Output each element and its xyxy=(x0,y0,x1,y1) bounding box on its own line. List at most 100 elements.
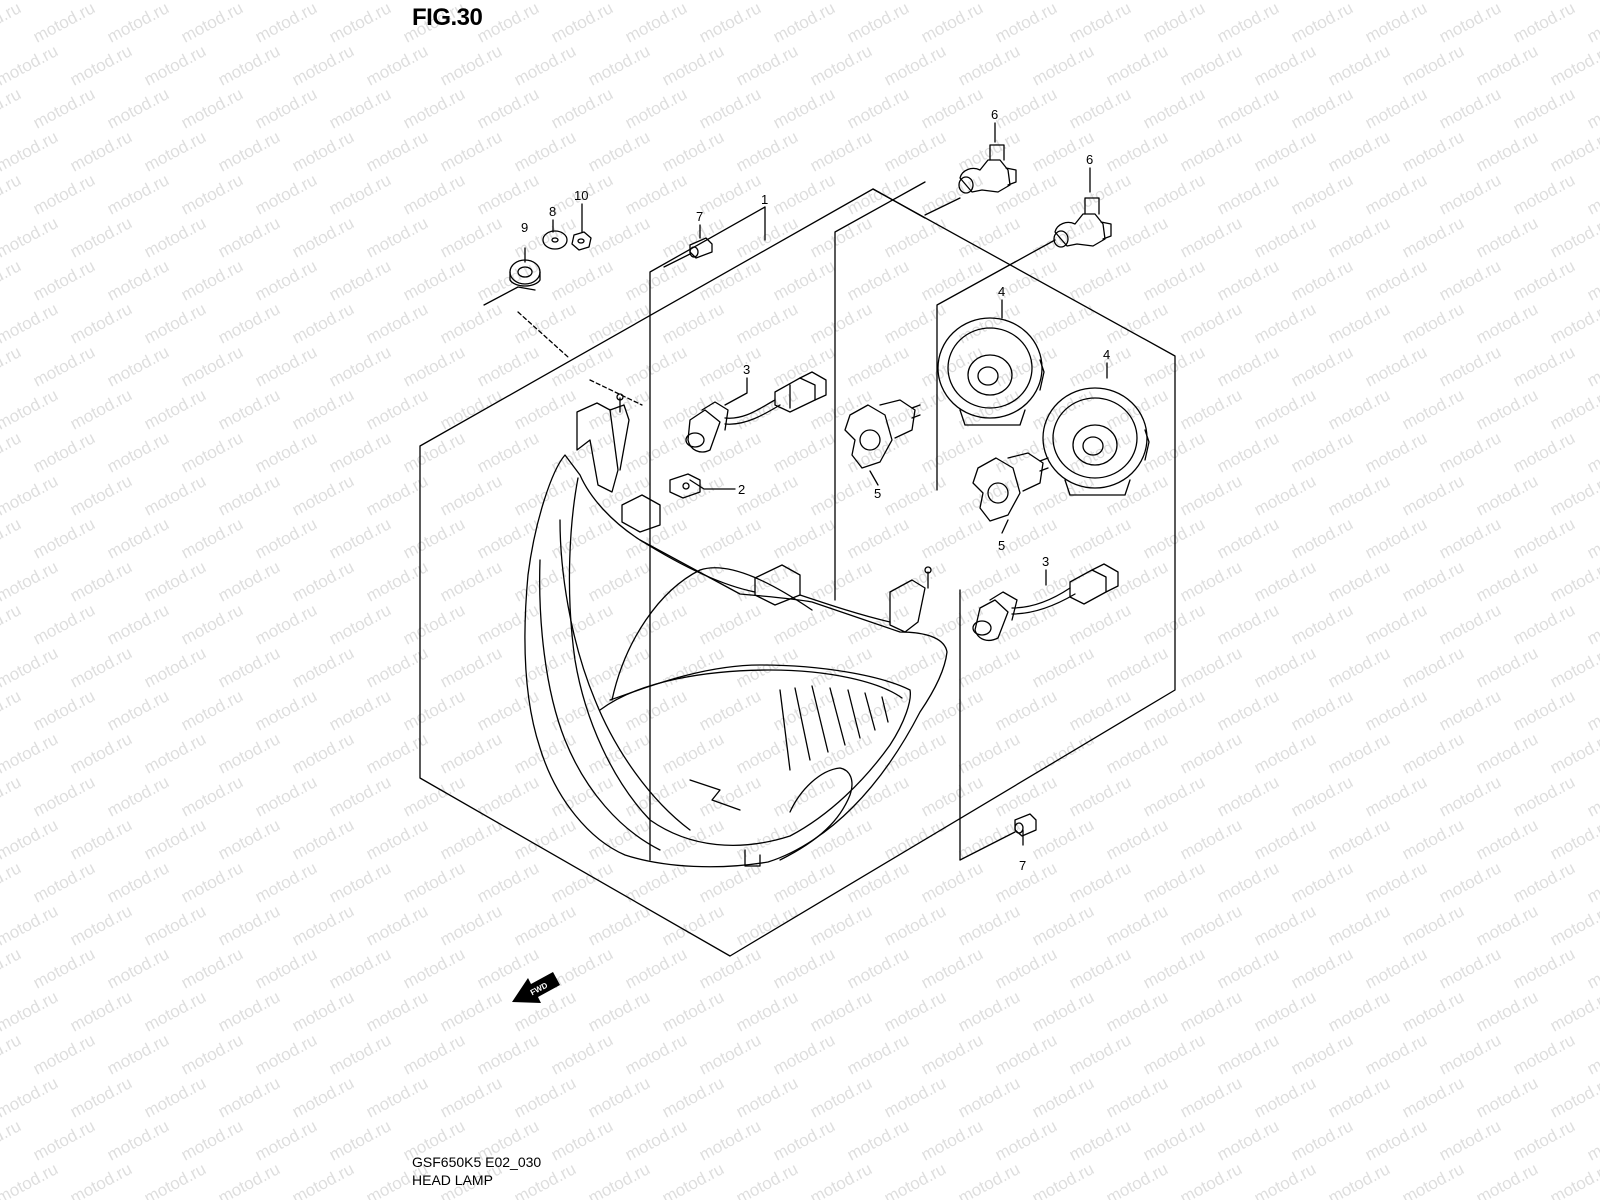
watermark-text: motod.ru xyxy=(1399,1159,1467,1200)
watermark-text: motod.ru xyxy=(141,557,209,605)
watermark-text: motod.ru xyxy=(1547,901,1600,949)
watermark-text: motod.ru xyxy=(807,729,875,777)
watermark-text: motod.ru xyxy=(1436,1030,1504,1078)
watermark-text: motod.ru xyxy=(585,901,653,949)
watermark-text: motod.ru xyxy=(511,299,579,347)
watermark-text: motod.ru xyxy=(326,772,394,820)
watermark-text: motod.ru xyxy=(289,471,357,519)
watermark-text: motod.ru xyxy=(881,471,949,519)
watermark-text: motod.ru xyxy=(363,815,431,863)
watermark-text: motod.ru xyxy=(844,686,912,734)
watermark-text: motod.ru xyxy=(585,127,653,175)
watermark-text: motod.ru xyxy=(881,127,949,175)
watermark-text: motod.ru xyxy=(0,127,61,175)
watermark-text: motod.ru xyxy=(548,858,616,906)
callout-7-upper: 7 xyxy=(696,209,703,224)
watermark-text: motod.ru xyxy=(1103,0,1171,4)
watermark-text: motod.ru xyxy=(252,0,320,47)
callout-5-upper: 5 xyxy=(874,486,881,501)
watermark-text: motod.ru xyxy=(1325,213,1393,261)
watermark-text: motod.ru xyxy=(1547,41,1600,89)
watermark-text: motod.ru xyxy=(1103,299,1171,347)
watermark-text: motod.ru xyxy=(215,1159,283,1200)
watermark-text: motod.ru xyxy=(1103,901,1171,949)
callout-4-right: 4 xyxy=(1103,347,1110,362)
watermark-text: motod.ru xyxy=(1399,1073,1467,1121)
watermark-text: motod.ru xyxy=(1103,815,1171,863)
watermark-text: motod.ru xyxy=(104,772,172,820)
watermark-text: motod.ru xyxy=(67,471,135,519)
watermark-text: motod.ru xyxy=(437,127,505,175)
watermark-text: motod.ru xyxy=(141,901,209,949)
watermark-text: motod.ru xyxy=(881,987,949,1035)
watermark-text: motod.ru xyxy=(881,729,949,777)
watermark-text: motod.ru xyxy=(1103,1073,1171,1121)
watermark-text: motod.ru xyxy=(1251,557,1319,605)
watermark-text: motod.ru xyxy=(585,1073,653,1121)
watermark-text: motod.ru xyxy=(622,944,690,992)
watermark-text: motod.ru xyxy=(1103,213,1171,261)
watermark-text: motod.ru xyxy=(955,0,1023,4)
watermark-text: motod.ru xyxy=(1547,643,1600,691)
watermark-text: motod.ru xyxy=(178,1030,246,1078)
watermark-text: motod.ru xyxy=(1584,600,1600,648)
watermark-text: motod.ru xyxy=(400,1030,468,1078)
watermark-text: motod.ru xyxy=(1029,815,1097,863)
watermark-text: motod.ru xyxy=(0,170,24,218)
watermark-text: motod.ru xyxy=(955,815,1023,863)
watermark-text: motod.ru xyxy=(1362,1116,1430,1164)
watermark-text: motod.ru xyxy=(1177,901,1245,949)
watermark-text: motod.ru xyxy=(1510,1030,1578,1078)
watermark-text: motod.ru xyxy=(770,514,838,562)
watermark-text: motod.ru xyxy=(326,256,394,304)
callout-3-lower: 3 xyxy=(1042,554,1049,569)
watermark-text: motod.ru xyxy=(1066,0,1134,47)
watermark-text: motod.ru xyxy=(1473,213,1541,261)
watermark-text: motod.ru xyxy=(0,1159,61,1200)
watermark-text: motod.ru xyxy=(30,600,98,648)
watermark-text: motod.ru xyxy=(141,815,209,863)
watermark-text: motod.ru xyxy=(252,600,320,648)
watermark-text: motod.ru xyxy=(1288,514,1356,562)
watermark-text: motod.ru xyxy=(67,299,135,347)
part-5-socket-upper xyxy=(844,399,921,469)
watermark-text: motod.ru xyxy=(659,41,727,89)
watermark-text: motod.ru xyxy=(844,84,912,132)
watermark-text: motod.ru xyxy=(1362,600,1430,648)
watermark-text: motod.ru xyxy=(141,1073,209,1121)
watermark-text: motod.ru xyxy=(252,84,320,132)
watermark-text: motod.ru xyxy=(1288,0,1356,47)
watermark-text: motod.ru xyxy=(511,127,579,175)
watermark-text: motod.ru xyxy=(1362,1030,1430,1078)
watermark-text: motod.ru xyxy=(696,170,764,218)
watermark-text: motod.ru xyxy=(0,901,61,949)
watermark-text: motod.ru xyxy=(1473,557,1541,605)
watermark-text: motod.ru xyxy=(511,385,579,433)
watermark-text: motod.ru xyxy=(1251,643,1319,691)
watermark-text: motod.ru xyxy=(0,987,61,1035)
watermark-text: motod.ru xyxy=(67,385,135,433)
watermark-text: motod.ru xyxy=(400,256,468,304)
watermark-text: motod.ru xyxy=(474,428,542,476)
watermark-text: motod.ru xyxy=(1288,170,1356,218)
watermark-text: motod.ru xyxy=(955,471,1023,519)
watermark-text: motod.ru xyxy=(696,514,764,562)
watermark-text: motod.ru xyxy=(1510,772,1578,820)
watermark-text: motod.ru xyxy=(1547,729,1600,777)
watermark-text: motod.ru xyxy=(1029,299,1097,347)
watermark-text: motod.ru xyxy=(1288,428,1356,476)
watermark-text: motod.ru xyxy=(1399,0,1467,4)
watermark-text: motod.ru xyxy=(1436,686,1504,734)
watermark-text: motod.ru xyxy=(1251,213,1319,261)
watermark-text: motod.ru xyxy=(1140,600,1208,648)
watermark-text: motod.ru xyxy=(733,987,801,1035)
watermark-text: motod.ru xyxy=(1510,1116,1578,1164)
watermark-text: motod.ru xyxy=(585,213,653,261)
watermark-text: motod.ru xyxy=(1029,729,1097,777)
watermark-text: motod.ru xyxy=(67,1159,135,1200)
watermark-text: motod.ru xyxy=(622,600,690,648)
watermark-text: motod.ru xyxy=(289,557,357,605)
watermark-text: motod.ru xyxy=(400,772,468,820)
watermark-text: motod.ru xyxy=(141,213,209,261)
watermark-text: motod.ru xyxy=(0,471,61,519)
